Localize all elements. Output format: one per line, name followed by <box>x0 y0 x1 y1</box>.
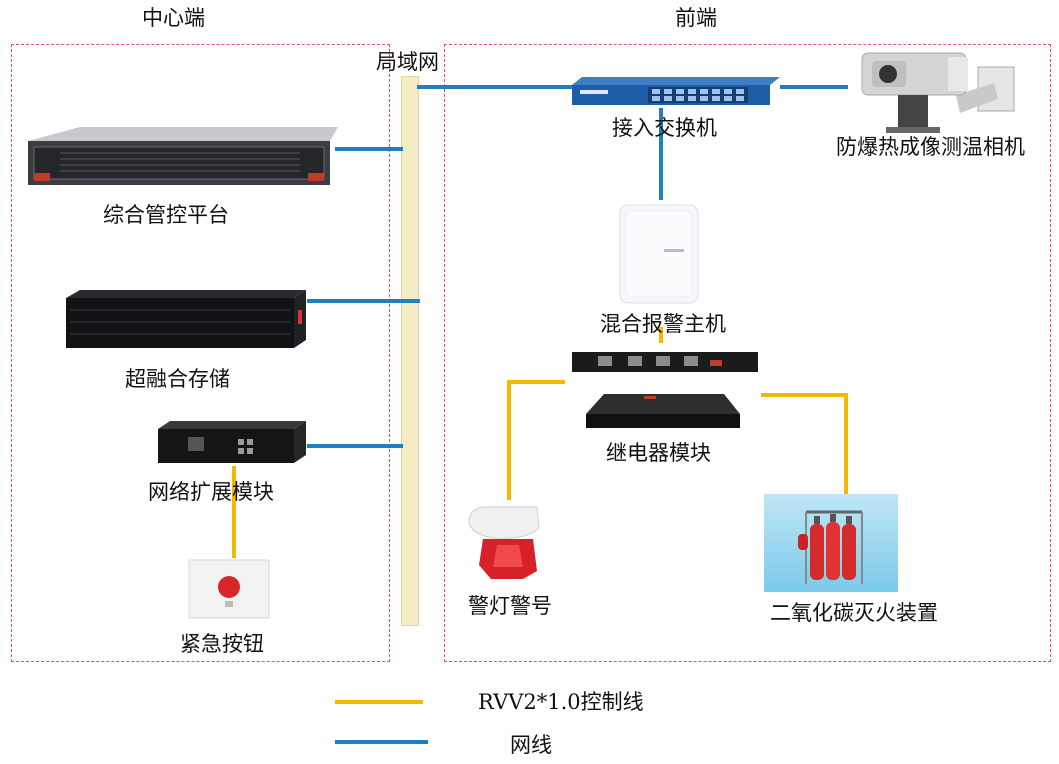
front-zone-title: 前端 <box>675 6 717 30</box>
relay-module-icon <box>572 350 758 432</box>
switch-label: 接入交换机 <box>612 116 717 140</box>
platform-server-icon <box>20 123 338 189</box>
lan-bar <box>401 76 419 626</box>
access-switch-icon <box>572 77 780 107</box>
legend-network-label: 网线 <box>510 733 552 757</box>
alarm-host-icon <box>618 203 700 305</box>
co2-extinguisher-icon <box>764 494 898 592</box>
camera-label: 防爆热成像测温相机 <box>836 135 1025 159</box>
wire-relay-co2 <box>761 393 848 494</box>
front-zone-box <box>444 44 1051 662</box>
legend-control-label: RVV2*1.0控制线 <box>478 690 644 714</box>
co2-label: 二氧化碳灭火装置 <box>770 601 938 625</box>
center-zone-title: 中心端 <box>142 6 205 30</box>
button-label: 紧急按钮 <box>180 632 264 656</box>
siren-label: 警灯警号 <box>468 594 552 618</box>
relay-label: 继电器模块 <box>606 441 711 465</box>
emergency-button-icon <box>188 559 270 619</box>
thermal-camera-icon <box>858 47 1018 147</box>
platform-label: 综合管控平台 <box>103 203 229 227</box>
storage-icon <box>62 288 310 352</box>
alarm-host-label: 混合报警主机 <box>600 312 726 336</box>
netext-label: 网络扩展模块 <box>148 480 274 504</box>
center-zone-box <box>11 44 390 662</box>
storage-label: 超融合存储 <box>125 367 230 391</box>
netext-module-icon <box>152 419 310 467</box>
siren-strobe-icon <box>463 505 545 581</box>
wire-relay-siren <box>507 380 565 500</box>
lan-label: 局域网 <box>376 50 439 74</box>
